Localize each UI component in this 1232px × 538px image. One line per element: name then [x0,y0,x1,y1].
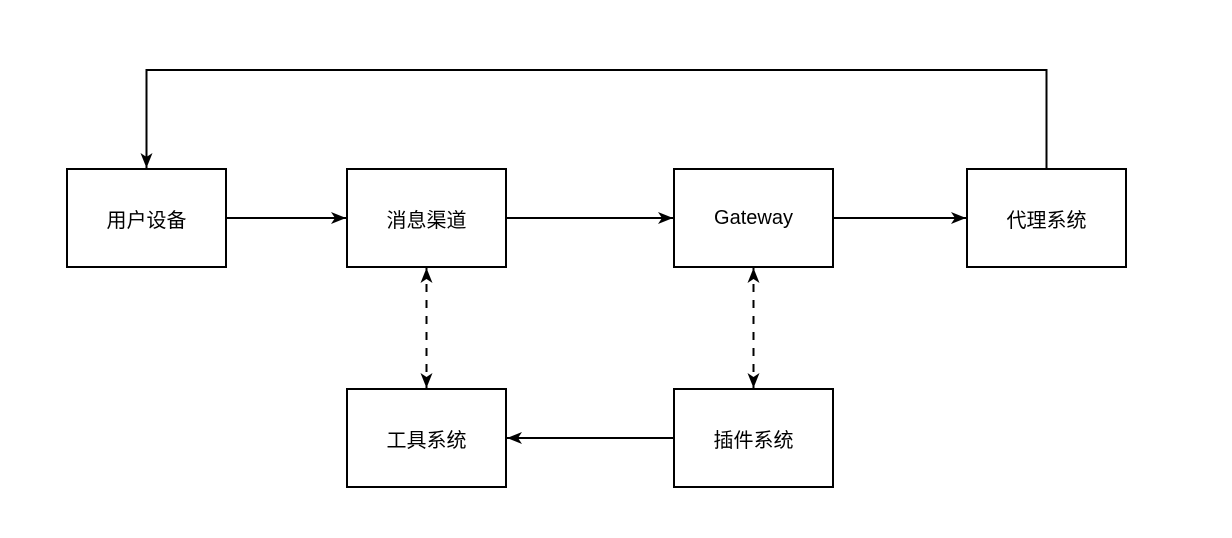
node-tool-system-label: 工具系统 [386,429,467,452]
node-agent-system-label: 代理系统 [1006,209,1087,232]
node-plugin-system[interactable]: 插件系统 [673,388,834,488]
node-user-device[interactable]: 用户设备 [66,168,227,268]
node-gateway-label: Gateway [714,206,793,229]
node-gateway[interactable]: Gateway [673,168,834,268]
edge-agent-system-to-user-device-loop [140,69,1048,168]
node-user-device-label: 用户设备 [106,209,187,232]
node-tool-system[interactable]: 工具系统 [346,388,507,488]
node-message-channel-label: 消息渠道 [386,209,467,232]
node-plugin-system-label: 插件系统 [713,429,794,452]
node-message-channel[interactable]: 消息渠道 [346,168,507,268]
node-agent-system[interactable]: 代理系统 [966,168,1127,268]
